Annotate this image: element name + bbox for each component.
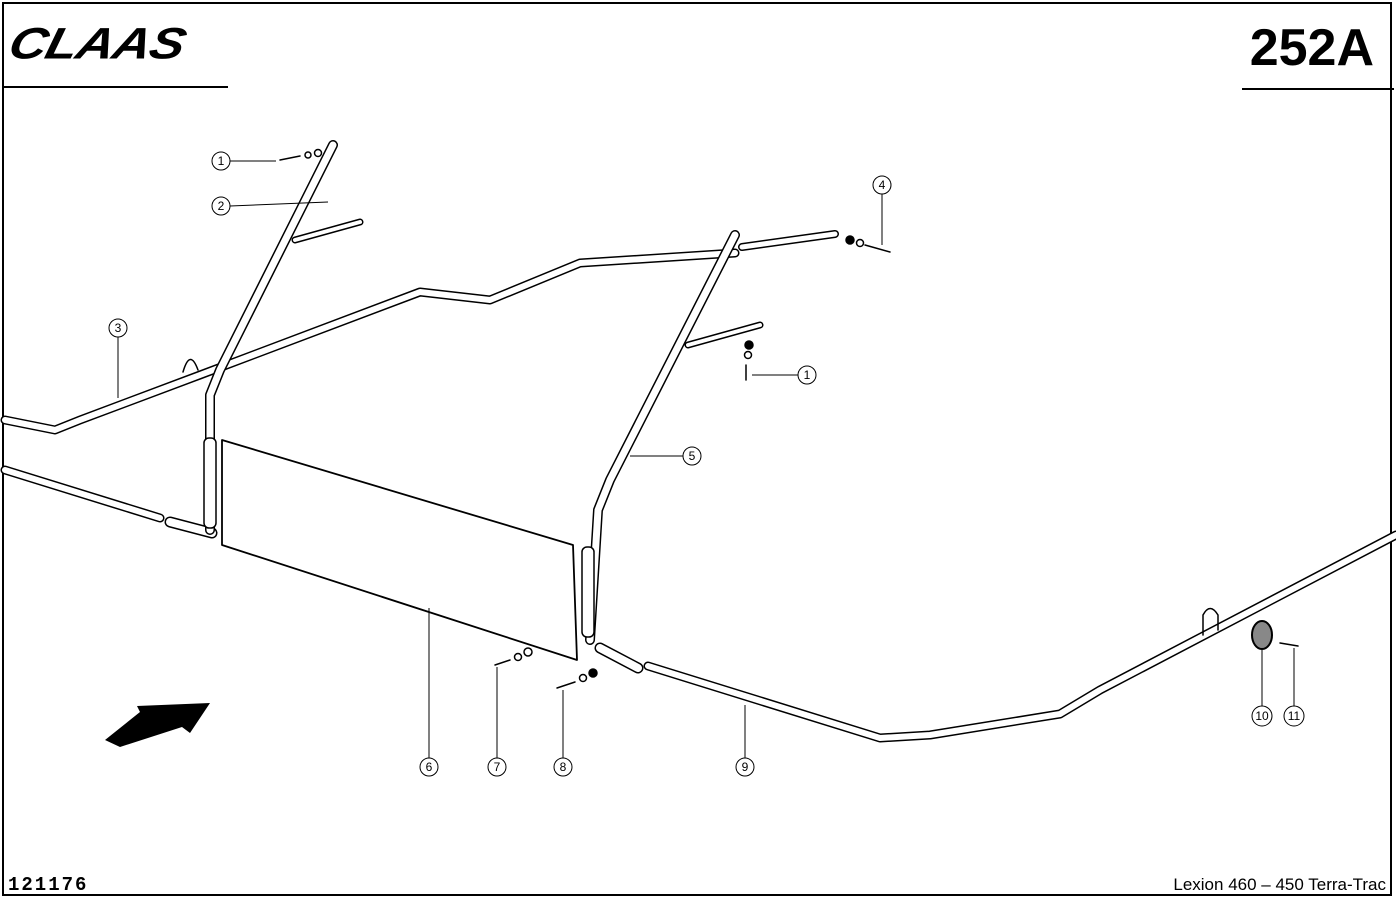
rail-lower-left [0, 465, 218, 539]
direction-arrow [105, 703, 210, 747]
callout-8: 8 [553, 690, 573, 777]
svg-text:4: 4 [879, 178, 886, 192]
callout-5: 5 [630, 446, 702, 466]
callout-10: 10 [1251, 650, 1273, 727]
svg-text:6: 6 [426, 760, 433, 774]
logo-rule [2, 86, 228, 88]
rail-3 [0, 248, 740, 435]
svg-text:1: 1 [218, 154, 225, 168]
svg-text:9: 9 [742, 760, 749, 774]
callout-1b: 1 [752, 365, 817, 385]
svg-text:3: 3 [115, 321, 122, 335]
svg-text:1: 1 [804, 368, 811, 382]
callout-3: 3 [108, 318, 128, 398]
callout-1: 1 [211, 151, 276, 171]
fasteners [279, 148, 1299, 689]
model-label: Lexion 460 – 450 Terra-Trac [1173, 875, 1386, 894]
callout-6: 6 [419, 608, 439, 777]
svg-text:7: 7 [494, 760, 501, 774]
panel-6 [221, 439, 578, 661]
page-number-rule [1242, 88, 1394, 90]
upright-5 [581, 230, 740, 645]
callout-9: 9 [735, 705, 755, 777]
bracket [182, 358, 199, 373]
braces [291, 218, 839, 349]
svg-text:5: 5 [689, 449, 696, 463]
svg-text:11: 11 [1288, 709, 1301, 723]
upright-2 [203, 140, 338, 535]
svg-text:8: 8 [560, 760, 567, 774]
rail-9 [594, 530, 1396, 743]
reflector-10 [1251, 620, 1273, 650]
drawing-number: 121176 [8, 874, 89, 896]
page-number: 252A [1249, 19, 1374, 77]
callout-2: 2 [211, 196, 329, 216]
callout-4: 4 [872, 175, 892, 245]
svg-text:2: 2 [218, 199, 225, 213]
bracket [1202, 607, 1219, 636]
callout-11: 11 [1283, 648, 1305, 727]
svg-text:10: 10 [1255, 709, 1269, 723]
callout-7: 7 [487, 667, 507, 777]
